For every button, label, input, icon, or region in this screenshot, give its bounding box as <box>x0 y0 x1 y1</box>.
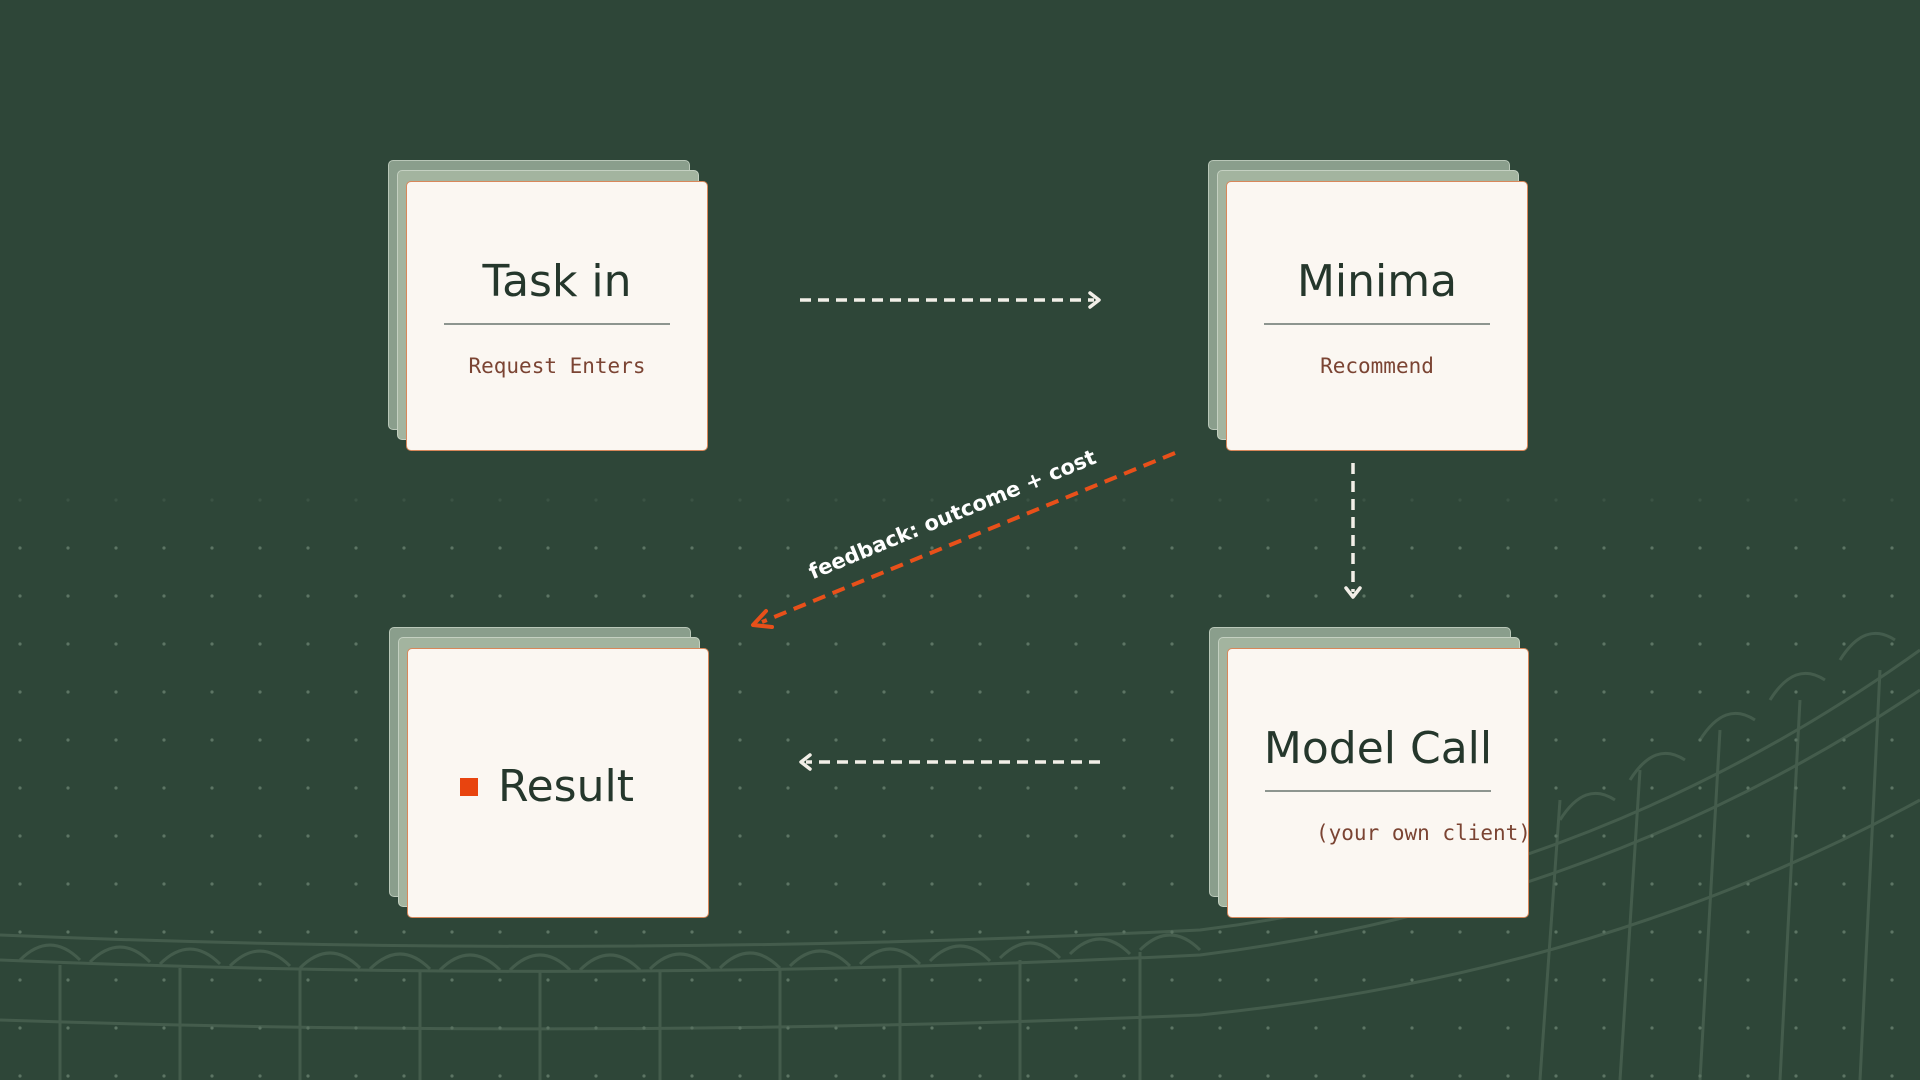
feedback-label: feedback: outcome + cost <box>805 445 1099 584</box>
node-task-in: Task in Request Enters <box>388 160 710 454</box>
node-title: Model Call <box>1263 723 1493 774</box>
node-title: Result <box>498 761 634 812</box>
node-title: Minima <box>1296 256 1458 307</box>
card-face: Task in Request Enters <box>406 181 708 451</box>
result-marker-icon <box>460 778 478 796</box>
node-subtitle: Request Enters <box>468 354 646 378</box>
edge-minima-to-model-call <box>1344 463 1362 599</box>
node-model-call: Model Call (your own client) <box>1209 627 1531 921</box>
node-minima: Minima Recommend <box>1208 160 1530 454</box>
node-result: Result <box>389 627 711 921</box>
node-title: Task in <box>482 256 632 307</box>
library-silhouette <box>0 631 1920 1080</box>
result-row: Result <box>460 759 634 815</box>
card-face: Minima Recommend <box>1226 181 1528 451</box>
card-face: Model Call (your own client) <box>1227 648 1531 918</box>
node-subtitle: (your own client) <box>1316 821 1531 845</box>
node-subtitle: Recommend <box>1320 354 1434 378</box>
edge-task-to-minima <box>800 291 1101 309</box>
divider <box>1264 323 1490 325</box>
divider <box>444 323 670 325</box>
edge-model-call-to-result <box>799 753 1100 771</box>
edge-feedback <box>751 451 1176 629</box>
divider <box>1265 790 1491 792</box>
card-face: Result <box>407 648 709 918</box>
